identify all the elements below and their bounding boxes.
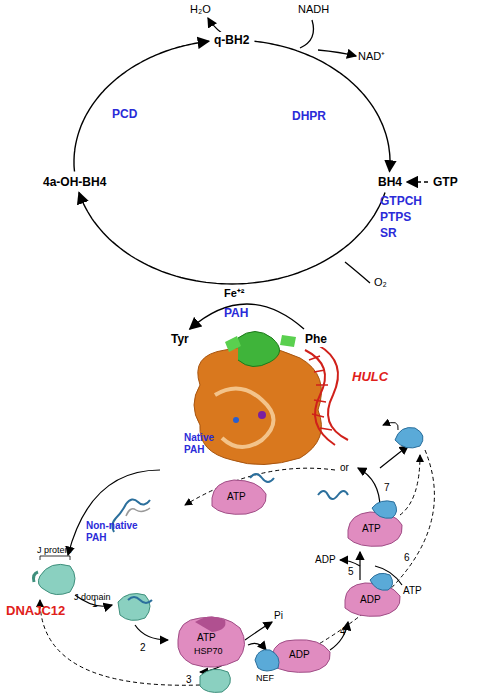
metabolite-node: GTP (430, 174, 461, 190)
metabolite-text: GTP (433, 175, 458, 189)
label-text: PAH (224, 307, 248, 321)
label-text: J protein (37, 545, 72, 555)
label-text: NEF (256, 673, 274, 683)
metabolite-text: 4a-OH-BH4 (43, 175, 106, 189)
callout-number: 6 (404, 552, 410, 564)
label-text: GTPCH (380, 195, 422, 209)
label-text: ADP (289, 649, 310, 661)
label-text: ADP (315, 554, 336, 566)
reaction-arrow (79, 193, 385, 285)
label-text: DHPR (292, 110, 326, 124)
label-text: Native PAH (184, 432, 224, 455)
callout-number: 3 (186, 674, 192, 686)
reaction-arrow (255, 41, 391, 171)
label-text: HSP70 (194, 646, 223, 656)
label-text: HULC (352, 370, 388, 385)
label-text: H₂O (190, 3, 211, 16)
metabolite-text: BH4 (378, 175, 402, 189)
label-text: NAD⁺ (358, 50, 385, 63)
label-text: PTPS (380, 211, 411, 225)
label-text: Fe⁺² (222, 287, 247, 300)
label-text: Pi (274, 610, 283, 622)
callout-number: 1 (92, 598, 98, 610)
metabolite-node: Phe (302, 331, 330, 347)
callout-number: 4 (340, 626, 346, 638)
reaction-arrow (407, 181, 428, 182)
label-text: Non-native PAH (86, 520, 142, 543)
metabolite-node: BH4 (375, 174, 405, 190)
metabolite-text: q-BH2 (214, 33, 249, 47)
metabolite-text: Phe (305, 332, 327, 346)
label-text: DNAJC12 (6, 604, 65, 619)
label-text: PCD (112, 108, 137, 122)
label-text: ATP (227, 491, 246, 503)
metabolite-node: q-BH2 (211, 32, 252, 48)
label-text: or (340, 462, 349, 474)
metabolite-node: Tyr (168, 331, 192, 347)
label-text: NADH (298, 3, 329, 16)
label-text: SR (380, 227, 397, 241)
callout-number: 2 (140, 642, 146, 654)
callout-number: 7 (384, 482, 390, 494)
label-text: O₂ (374, 276, 387, 289)
label-text: ADP (360, 594, 381, 606)
label-text: ATP (362, 523, 381, 535)
label-text: ATP (403, 585, 422, 597)
callout-number: 5 (348, 566, 354, 578)
metabolite-node: 4a-OH-BH4 (40, 174, 109, 190)
reaction-arrow (190, 304, 304, 329)
label-text: ATP (197, 632, 216, 644)
metabolite-text: Tyr (171, 332, 189, 346)
reaction-arrow (74, 41, 209, 171)
